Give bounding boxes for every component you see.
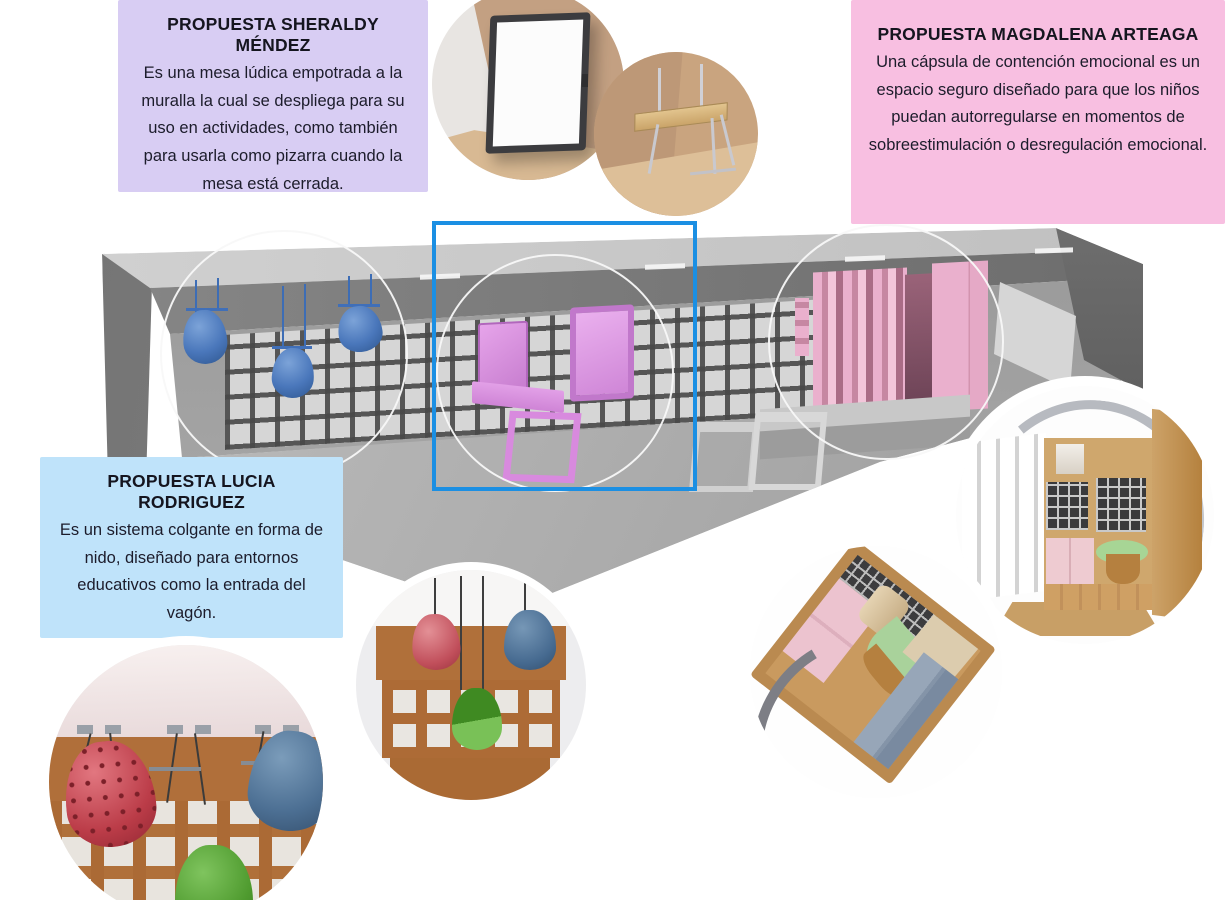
- wall-lamp: [1056, 444, 1084, 474]
- hanger-rod: [482, 576, 484, 690]
- proposal-description: Es un sistema colgante en forma de nido,…: [59, 521, 324, 623]
- proposal-card-magdalena-arteaga: PROPUESTA MAGDALENA ARTEAGA Una cápsula …: [851, 0, 1225, 224]
- detail-circle-capsule-entrance: [956, 386, 1214, 644]
- proposal-card-sheraldy-mendez: PROPUESTA SHERALDY MÉNDEZ Es una mesa lú…: [118, 0, 428, 193]
- hanger-rod: [524, 576, 526, 616]
- render-ceiling: [49, 645, 323, 737]
- table-support-rod: [700, 64, 703, 110]
- detail-circle-nest-chairs-front: [356, 570, 586, 800]
- proposal-description: Es una mesa lúdica empotrada a la murall…: [141, 64, 405, 193]
- hanger-rod: [460, 576, 462, 690]
- nest-chair-green: [452, 688, 502, 750]
- ceiling-mount: [195, 725, 211, 734]
- wood-base-band: [390, 758, 550, 800]
- table-base: [1106, 554, 1140, 584]
- hanger-bar: [149, 767, 201, 771]
- proposal-title: PROPUESTA SHERALDY MÉNDEZ: [167, 14, 379, 55]
- ceiling-mount: [283, 725, 299, 734]
- table-latch: [582, 74, 588, 87]
- grid-window: [1046, 482, 1088, 530]
- detail-circle-capsule-top-view: [750, 546, 1002, 798]
- ceiling-mount: [255, 725, 271, 734]
- highlight-circle-capsule: [768, 224, 1004, 460]
- proposal-description: Una cápsula de contención emocional es u…: [868, 53, 1208, 155]
- ceiling-mount: [77, 725, 93, 734]
- ceiling-mount: [167, 725, 183, 734]
- ceiling-mount: [105, 725, 121, 734]
- hanger-rod: [434, 578, 436, 622]
- detail-circle-nest-chairs-perspective: [49, 645, 323, 900]
- wood-door-frame: [1152, 408, 1202, 622]
- wagon-left-end-wall: [102, 252, 152, 482]
- closed-table-whiteboard: [485, 12, 591, 154]
- detail-circle-table-deployed: [594, 52, 758, 216]
- table-support-rod: [658, 68, 661, 112]
- proposal-title: PROPUESTA LUCIA RODRIGUEZ: [107, 471, 276, 512]
- highlight-circle-folding-table: [436, 254, 674, 492]
- proposal-title: PROPUESTA MAGDALENA ARTEAGA: [877, 24, 1199, 44]
- highlight-circle-nest-seats: [160, 230, 408, 478]
- selection-rectangle: [432, 221, 697, 491]
- nest-chair-blue: [504, 610, 556, 670]
- grid-window: [1096, 478, 1146, 532]
- capsule-interior: [1044, 438, 1152, 610]
- proposal-card-lucia-rodriguez: PROPUESTA LUCIA RODRIGUEZ Es un sistema …: [40, 457, 343, 638]
- wood-floor: [1044, 584, 1152, 610]
